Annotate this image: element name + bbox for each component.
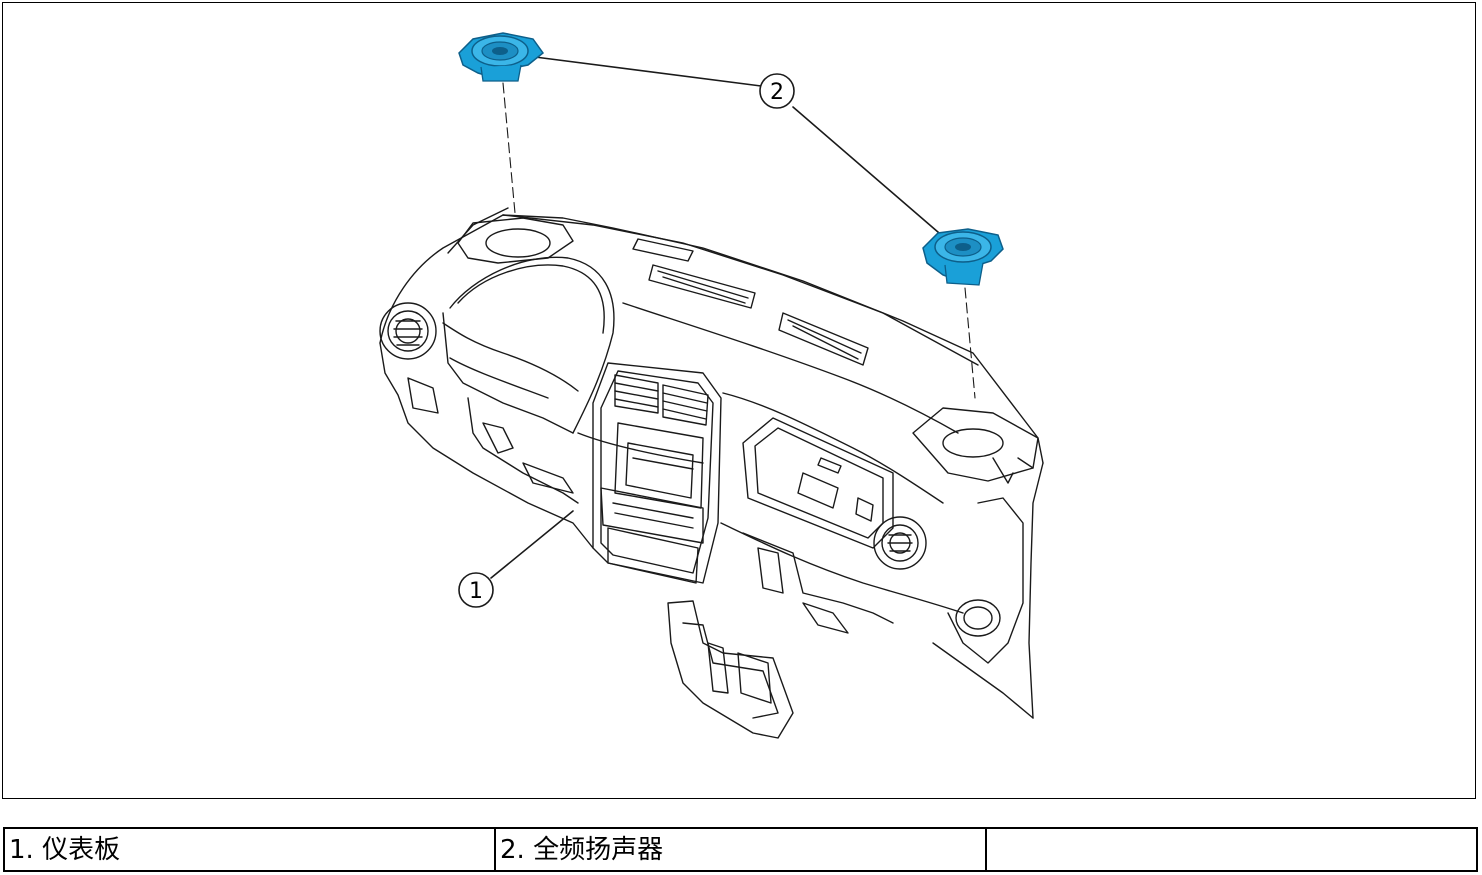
legend-row: 1. 仪表板 2. 全频扬声器 xyxy=(3,827,1478,872)
full-range-speaker-left xyxy=(458,32,545,82)
dashboard-exploded-view: 1 2 xyxy=(379,32,1044,739)
callout-1: 1 xyxy=(458,572,494,608)
instrument-panel xyxy=(379,207,1044,739)
legend-item-2: 2. 全频扬声器 xyxy=(494,827,987,872)
leader-lines xyxy=(490,56,954,579)
callout-2-label: 2 xyxy=(770,80,784,105)
callout-1-label: 1 xyxy=(469,579,483,604)
legend-table: 1. 仪表板 2. 全频扬声器 xyxy=(3,827,1478,872)
legend-item-1: 1. 仪表板 xyxy=(3,827,496,872)
legend-item-3 xyxy=(985,827,1478,872)
assembly-lines xyxy=(502,82,976,399)
full-range-speaker-right xyxy=(922,228,1004,286)
diagram-figure: 1 2 xyxy=(2,2,1476,799)
callout-2: 2 xyxy=(759,73,795,109)
